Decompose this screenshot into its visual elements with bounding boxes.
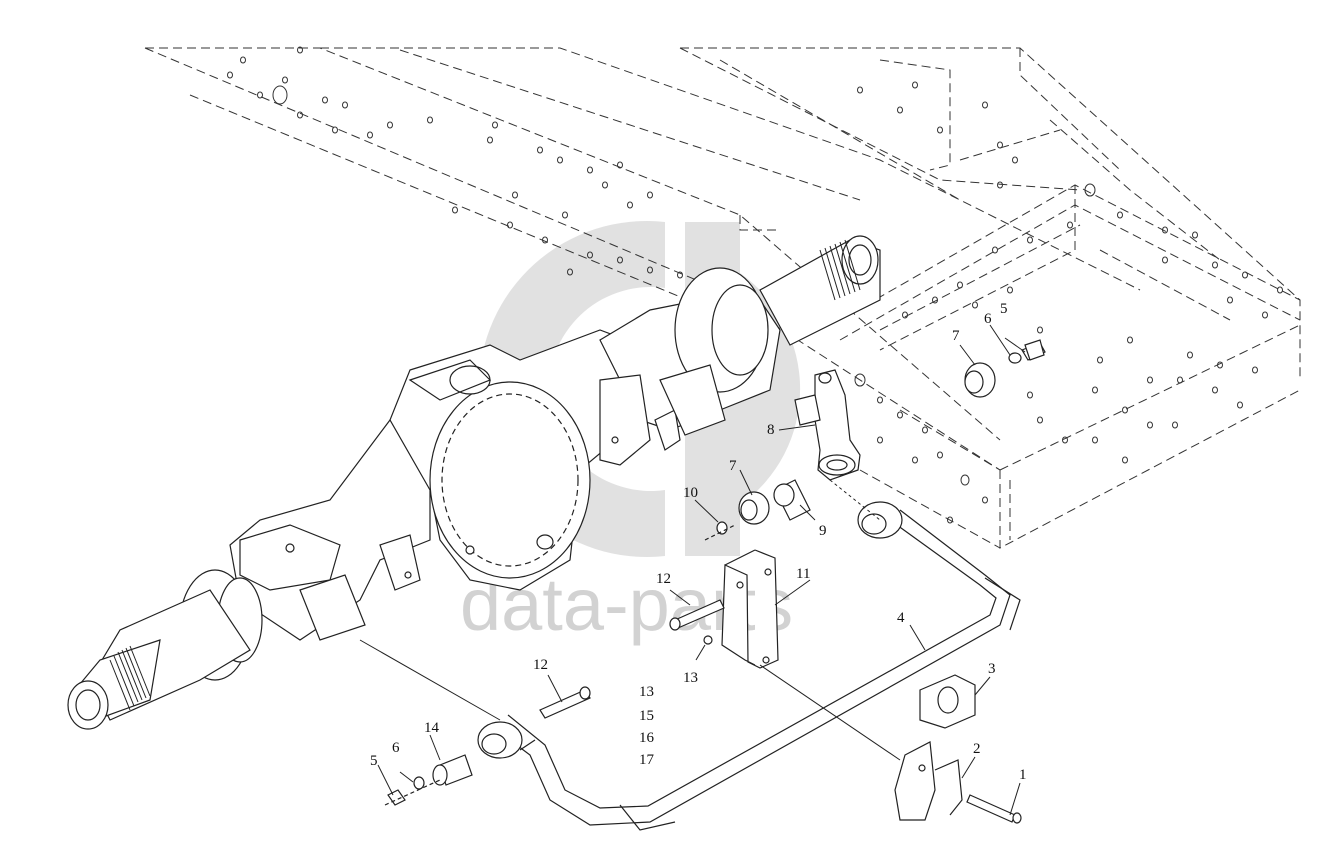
- callout-4: 4: [897, 610, 905, 626]
- callout-6-upper: 6: [984, 311, 992, 327]
- callout-5-upper: 5: [1000, 301, 1008, 317]
- callout-16: 16: [639, 730, 655, 746]
- callout-12-upper: 12: [656, 571, 671, 587]
- callout-5-lower: 5: [370, 753, 378, 769]
- callout-10: 10: [683, 485, 698, 501]
- bracket-part-11: [721, 549, 779, 669]
- callout-labels: 1 2 3 4 5 5 6 6 7 7 8 9 10 11 12 12 13 1…: [370, 301, 1027, 783]
- callout-12-lower: 12: [533, 657, 548, 673]
- bolt-part-12-lower: [539, 686, 591, 719]
- callout-2: 2: [973, 741, 981, 757]
- frame-rails: [144, 47, 1301, 549]
- callout-13-lower: 13: [639, 684, 654, 700]
- stabilizer-bar: [489, 509, 1021, 831]
- bolt-part-1: [966, 794, 1022, 824]
- callout-15: 15: [639, 708, 654, 724]
- bushing-part-7-lower: [704, 479, 811, 541]
- callout-13-upper: 13: [683, 670, 698, 686]
- callout-1: 1: [1019, 767, 1027, 783]
- rubber-bushing-part-3: [919, 674, 976, 729]
- axle-housing: [67, 235, 881, 730]
- leader-lines: [359, 324, 1026, 816]
- bolt-part-12-upper: [669, 599, 725, 645]
- frame-holes: [227, 46, 1283, 524]
- callout-3: 3: [988, 661, 996, 677]
- callout-14: 14: [424, 720, 440, 736]
- callout-7-lower: 7: [729, 458, 737, 474]
- callout-6-lower: 6: [392, 740, 400, 756]
- callout-7-upper: 7: [952, 328, 960, 344]
- callout-8: 8: [767, 422, 775, 438]
- sleeve-part-14: [384, 754, 473, 806]
- link-arm: [794, 369, 861, 481]
- callout-17: 17: [639, 752, 655, 768]
- bushing-part-7-upper: [964, 342, 1046, 398]
- callout-11: 11: [796, 566, 810, 582]
- callout-9: 9: [819, 523, 827, 539]
- clamp-part-2: [894, 741, 963, 821]
- nut-part-5-upper: [1024, 339, 1045, 361]
